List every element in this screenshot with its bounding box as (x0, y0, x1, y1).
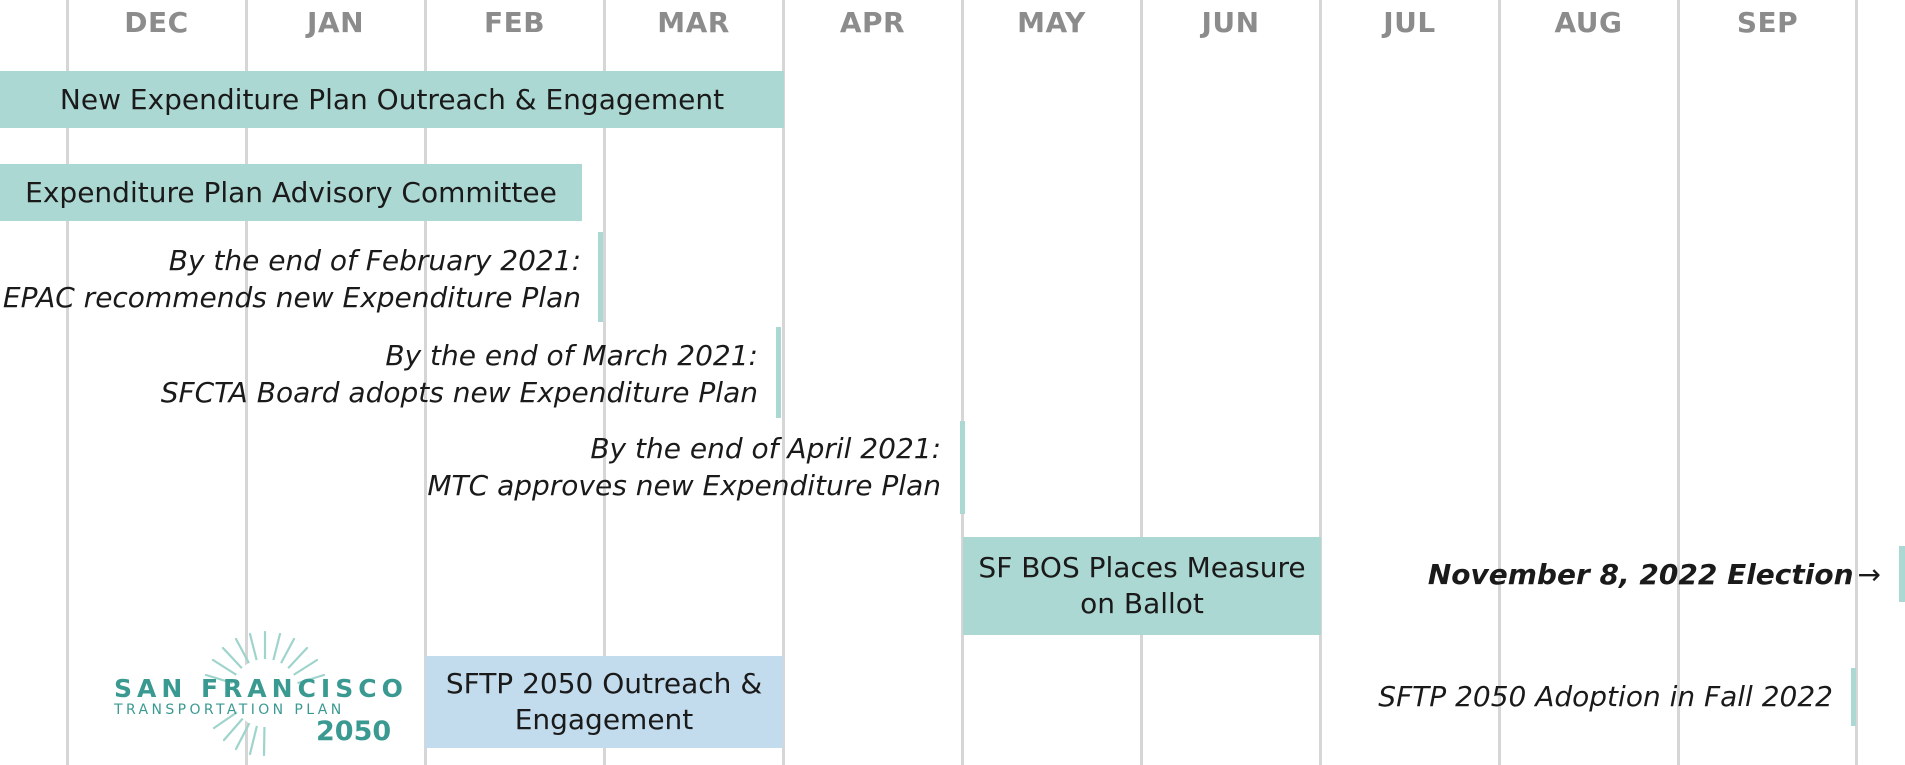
sftp-adoption-text: SFTP 2050 Adoption in Fall 2022 (1378, 680, 1833, 713)
gridline (1855, 0, 1858, 765)
gridline (1319, 0, 1322, 765)
gridline (961, 0, 964, 765)
sftp-adoption-marker (1851, 668, 1856, 726)
outreach-engagement-label: New Expenditure Plan Outreach & Engageme… (59, 82, 725, 116)
logo-line3: 2050 (316, 716, 392, 747)
milestone-mar-text: SFCTA Board adopts new Expenditure Plan (160, 376, 758, 409)
milestone-feb-marker (598, 232, 603, 322)
month-header-mar: MAR (657, 6, 730, 39)
gridline (424, 0, 427, 765)
milestone-mar-date: By the end of March 2021: (385, 339, 758, 372)
sftp-adoption-note: SFTP 2050 Adoption in Fall 2022 (1378, 678, 1833, 715)
right-arrow-icon: → (1857, 558, 1881, 591)
month-header-sep: SEP (1736, 6, 1799, 39)
logo-line1: SAN FRANCISCO (114, 674, 408, 703)
month-header-apr: APR (839, 6, 906, 39)
election-marker (1899, 546, 1905, 602)
milestone-feb-text: EPAC recommends new Expenditure Plan (2, 281, 581, 314)
gridline (1677, 0, 1680, 765)
bos-ballot-line2: on Ballot (1080, 587, 1204, 620)
election-note: November 8, 2022 Election→ (1428, 558, 1881, 591)
election-text: November 8, 2022 Election (1427, 558, 1854, 591)
sftp-outreach-line2: Engagement (514, 703, 694, 736)
milestone-apr-date: By the end of April 2021: (590, 432, 941, 465)
outreach-engagement-bar: New Expenditure Plan Outreach & Engageme… (0, 71, 784, 128)
logo-line2: TRANSPORTATION PLAN (114, 702, 345, 718)
milestone-mar-marker (776, 327, 781, 418)
month-header-jan: JAN (306, 6, 365, 39)
gridline (66, 0, 69, 765)
month-header-jun: JUN (1201, 6, 1260, 39)
month-header-dec: DEC (124, 6, 189, 39)
month-header-jul: JUL (1383, 6, 1436, 39)
month-header-feb: FEB (483, 6, 546, 39)
epac-bar: Expenditure Plan Advisory Committee (0, 164, 582, 221)
bos-ballot-bar: SF BOS Places Measure on Ballot (963, 537, 1321, 635)
milestone-apr: By the end of April 2021: MTC approves n… (427, 430, 941, 504)
gridline (782, 0, 785, 765)
bos-ballot-line1: SF BOS Places Measure (978, 551, 1306, 584)
milestone-feb: By the end of February 2021: EPAC recomm… (3, 242, 581, 316)
gridline (245, 0, 248, 765)
swirl-icon (204, 630, 326, 756)
gridline (1498, 0, 1501, 765)
month-header-may: MAY (1017, 6, 1086, 39)
milestone-feb-date: By the end of February 2021: (168, 244, 581, 277)
milestone-apr-marker (960, 421, 965, 514)
milestone-mar: By the end of March 2021: SFCTA Board ad… (161, 337, 758, 411)
epac-label: Expenditure Plan Advisory Committee (25, 175, 557, 209)
milestone-apr-text: MTC approves new Expenditure Plan (427, 469, 941, 502)
gridline (1140, 0, 1143, 765)
sftp-2050-logo: SAN FRANCISCO TRANSPORTATION PLAN 2050 (100, 630, 403, 760)
sftp-outreach-line1: SFTP 2050 Outreach & (445, 667, 763, 700)
gridline (603, 0, 606, 765)
month-header-aug: AUG (1554, 6, 1623, 39)
sftp-outreach-bar: SFTP 2050 Outreach & Engagement (425, 656, 783, 748)
